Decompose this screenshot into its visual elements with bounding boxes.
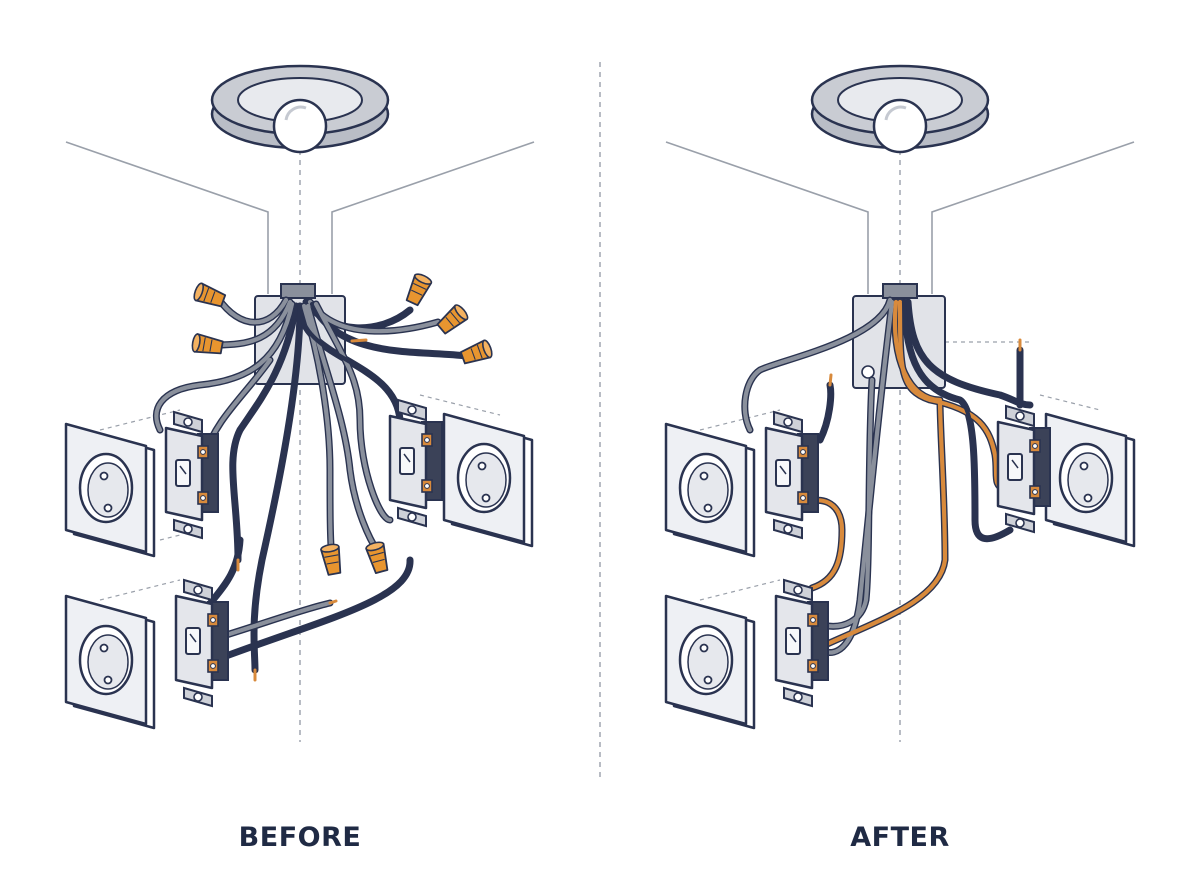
toggle-switch-icon	[164, 410, 220, 540]
room-corner-lines	[65, 141, 535, 294]
toggle-switch-icon	[996, 404, 1052, 534]
toggle-switch-icon	[774, 578, 830, 708]
wall-outlet-icon	[64, 594, 156, 730]
ceiling-light-icon	[210, 64, 390, 154]
before-caption: BEFORE	[239, 822, 362, 853]
center-guide-line	[699, 150, 1101, 742]
room-corner-lines	[665, 141, 1135, 294]
after-caption: AFTER	[850, 822, 950, 853]
ceiling-light-icon	[810, 64, 990, 154]
toggle-switch-icon	[174, 578, 230, 708]
before-panel	[64, 64, 535, 742]
wall-outlet-icon	[64, 422, 156, 558]
toggle-switch-icon	[764, 410, 820, 540]
wire-bundle	[152, 294, 470, 682]
center-guide-line	[99, 150, 501, 742]
wall-outlet-icon	[442, 412, 534, 548]
toggle-switch-icon	[388, 398, 444, 528]
wall-outlet-icon	[664, 422, 756, 558]
wall-outlet-icon	[1044, 412, 1136, 548]
after-panel	[664, 64, 1136, 742]
wall-outlet-icon	[664, 594, 756, 730]
